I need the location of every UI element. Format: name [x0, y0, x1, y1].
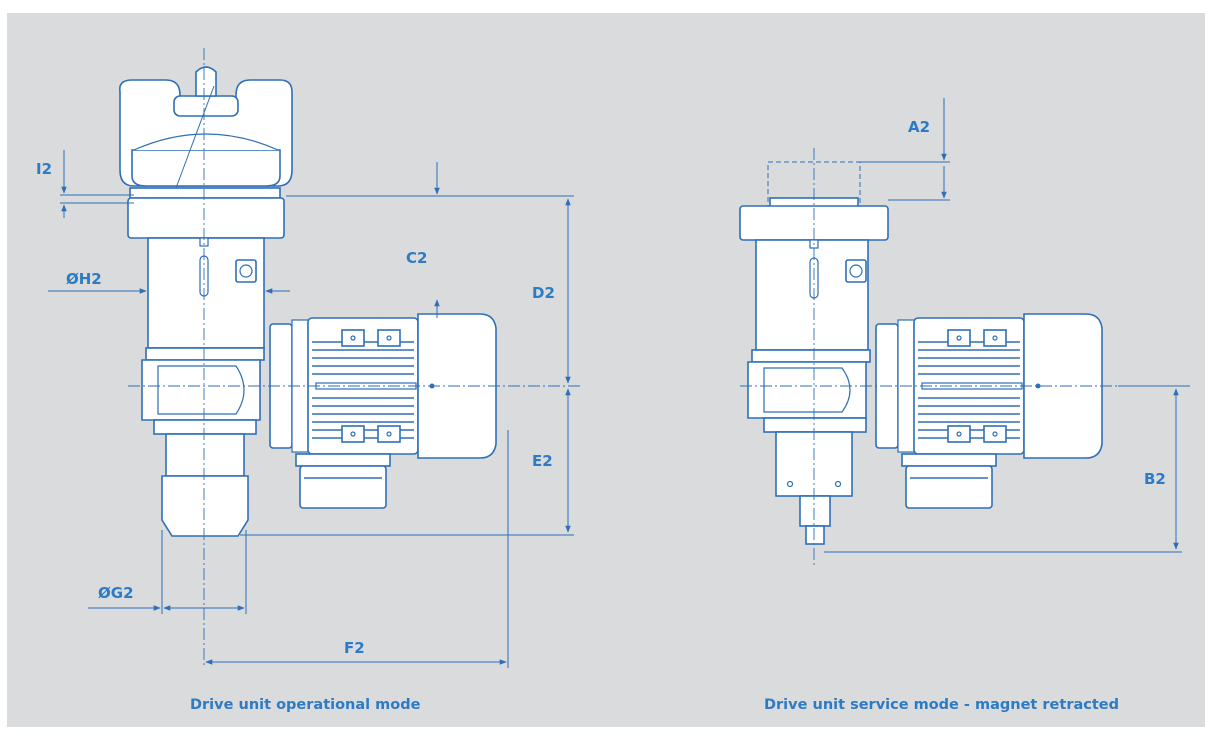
dimension-label-og2: ØG2 [98, 584, 134, 602]
dimension-label-f2: F2 [344, 639, 365, 657]
operational-view [48, 48, 580, 668]
dimension-label-c2: C2 [406, 249, 427, 267]
dimension-label-b2: B2 [1144, 470, 1166, 488]
dimension-label-e2: E2 [532, 452, 553, 470]
dimension-label-d2: D2 [532, 284, 555, 302]
dimension-label-i2: I2 [36, 160, 52, 178]
service-view [739, 98, 1190, 568]
dimension-label-a2: A2 [908, 118, 930, 136]
caption-service: Drive unit service mode - magnet retract… [764, 697, 1119, 713]
dimension-label-oh2: ØH2 [66, 270, 102, 288]
caption-operational: Drive unit operational mode [190, 697, 421, 713]
